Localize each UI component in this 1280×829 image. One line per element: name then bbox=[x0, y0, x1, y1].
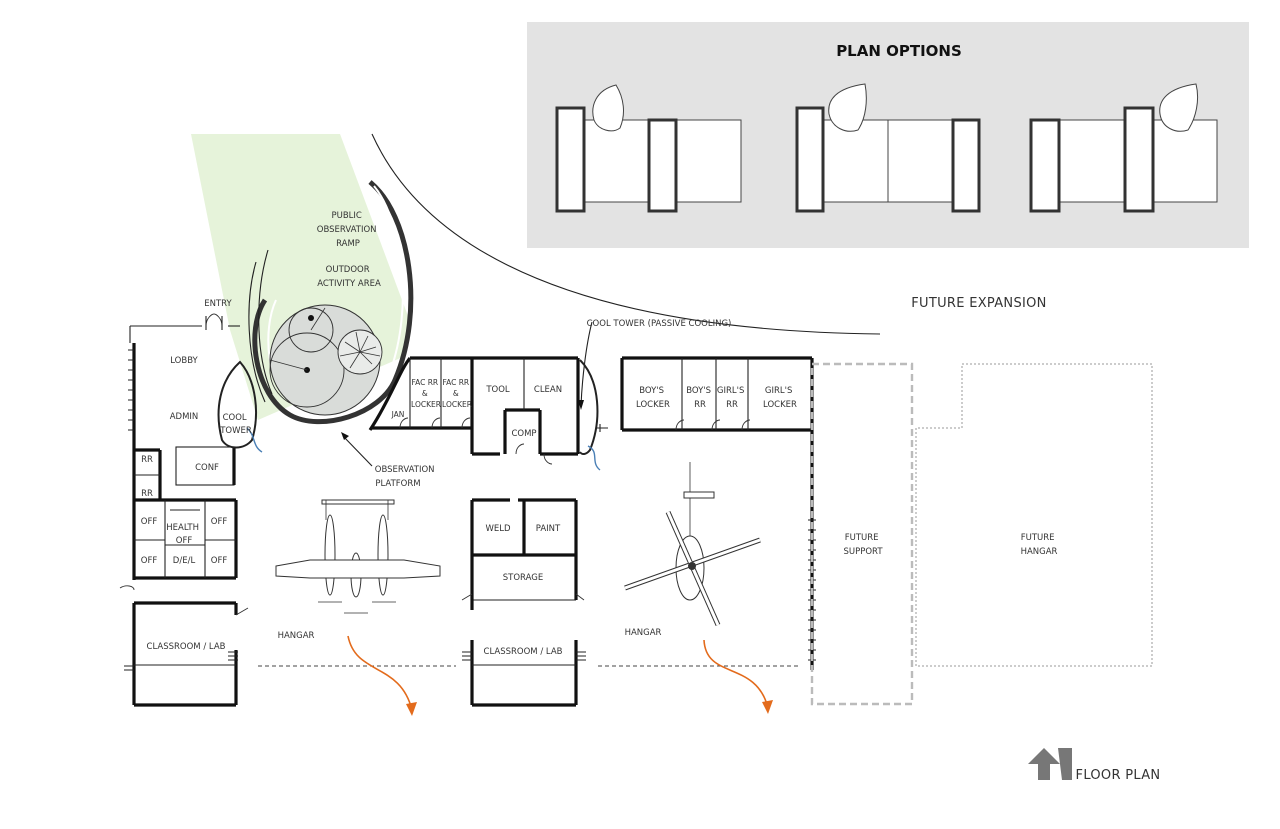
fac-rr-1-label: FAC RR & LOCKER bbox=[411, 378, 441, 409]
hangar-right-label: HANGAR bbox=[625, 628, 662, 638]
cool-tower-left-label: COOL TOWER bbox=[219, 413, 252, 436]
off-2-label: OFF bbox=[211, 517, 228, 527]
off-3-label: OFF bbox=[141, 556, 158, 566]
future-hangar-label: FUTURE HANGAR bbox=[1021, 533, 1058, 557]
plan-option-3 bbox=[1029, 83, 1218, 213]
observation-platform-leader bbox=[342, 435, 373, 467]
conf-label: CONF bbox=[195, 463, 219, 473]
p38-aircraft-icon bbox=[275, 499, 441, 614]
plan-option-2 bbox=[795, 83, 981, 213]
comp-label: COMP bbox=[511, 429, 536, 439]
off-1-label: OFF bbox=[141, 517, 158, 527]
off-4-label: OFF bbox=[211, 556, 228, 566]
storage-label: STORAGE bbox=[503, 573, 543, 583]
future-hangar-outline bbox=[915, 363, 1153, 667]
jan-label: JAN bbox=[391, 410, 405, 419]
outdoor-activity-area-label: OUTDOOR ACTIVITY AREA bbox=[317, 265, 381, 289]
boys-locker-label: BOY'S LOCKER bbox=[636, 386, 670, 410]
cool-tower-leader bbox=[580, 321, 593, 407]
observation-platform-label: OBSERVATION PLATFORM bbox=[375, 465, 437, 489]
admin-label: ADMIN bbox=[170, 412, 199, 422]
plan-options-title: PLAN OPTIONS bbox=[836, 42, 962, 60]
rr-1-label: RR bbox=[141, 455, 153, 465]
exit-arrow-left bbox=[347, 635, 417, 716]
cool-tower-passive-label: COOL TOWER (PASSIVE COOLING) bbox=[587, 319, 732, 329]
del-label: D/E/L bbox=[173, 556, 196, 566]
boys-rr-label: BOY'S RR bbox=[686, 386, 714, 410]
plan-options-panel: PLAN OPTIONS bbox=[527, 22, 1249, 248]
locker-block bbox=[620, 356, 814, 505]
future-support-label: FUTURE SUPPORT bbox=[843, 533, 883, 557]
classroom-left-label: CLASSROOM / LAB bbox=[147, 642, 226, 652]
public-observation-ramp-label: PUBLIC OBSERVATION RAMP bbox=[317, 211, 379, 249]
entry-door-icon bbox=[205, 313, 223, 330]
fac-rr-2-label: FAC RR & LOCKER bbox=[442, 378, 472, 409]
classroom-left-block bbox=[119, 585, 249, 707]
future-support-outline bbox=[810, 362, 914, 706]
rr-2-label: RR bbox=[141, 489, 153, 499]
paint-label: PAINT bbox=[536, 524, 561, 534]
health-off-label: HEALTH OFF bbox=[166, 523, 201, 546]
plan-option-1 bbox=[555, 84, 742, 213]
girls-locker-label: GIRL'S LOCKER bbox=[763, 386, 797, 410]
weld-label: WELD bbox=[485, 524, 511, 534]
future-expansion-label: FUTURE EXPANSION bbox=[911, 296, 1046, 311]
tool-label: TOOL bbox=[485, 385, 510, 395]
center-support-block bbox=[368, 356, 608, 471]
weld-paint-storage-block bbox=[461, 498, 585, 610]
girls-rr-label: GIRL'S RR bbox=[717, 386, 747, 410]
floor-plan-label: FLOOR PLAN bbox=[1076, 768, 1161, 783]
classroom-center-block bbox=[462, 640, 586, 707]
entry-label: ENTRY bbox=[204, 299, 232, 309]
helicopter-icon bbox=[624, 462, 761, 627]
outdoor-activity-area bbox=[269, 304, 383, 416]
hangar-left-label: HANGAR bbox=[278, 631, 315, 641]
north-arrow-icon bbox=[1028, 748, 1072, 780]
classroom-center-label: CLASSROOM / LAB bbox=[484, 647, 563, 657]
site-curve-line bbox=[371, 133, 881, 335]
lobby-label: LOBBY bbox=[170, 356, 198, 366]
admin-block bbox=[128, 325, 263, 580]
clean-label: CLEAN bbox=[534, 385, 562, 395]
exit-arrow-right bbox=[703, 639, 773, 714]
